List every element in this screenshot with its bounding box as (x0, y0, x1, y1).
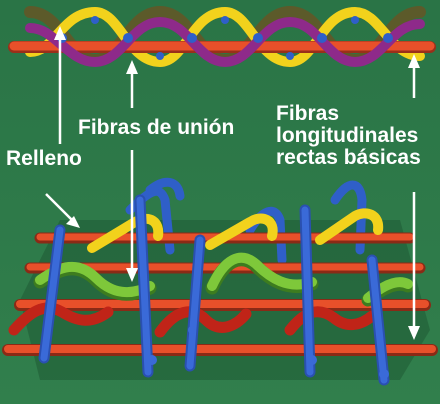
label-relleno: Relleno (6, 148, 82, 170)
label-long-line3: rectas básicas (276, 147, 440, 169)
label-long-line1: Fibras (276, 103, 440, 125)
label-fibras-longitudinales: Fibras longitudinales rectas básicas (276, 103, 440, 169)
label-long-line2: longitudinales (276, 125, 440, 147)
label-fibras-de-union: Fibras de unión (78, 117, 234, 139)
